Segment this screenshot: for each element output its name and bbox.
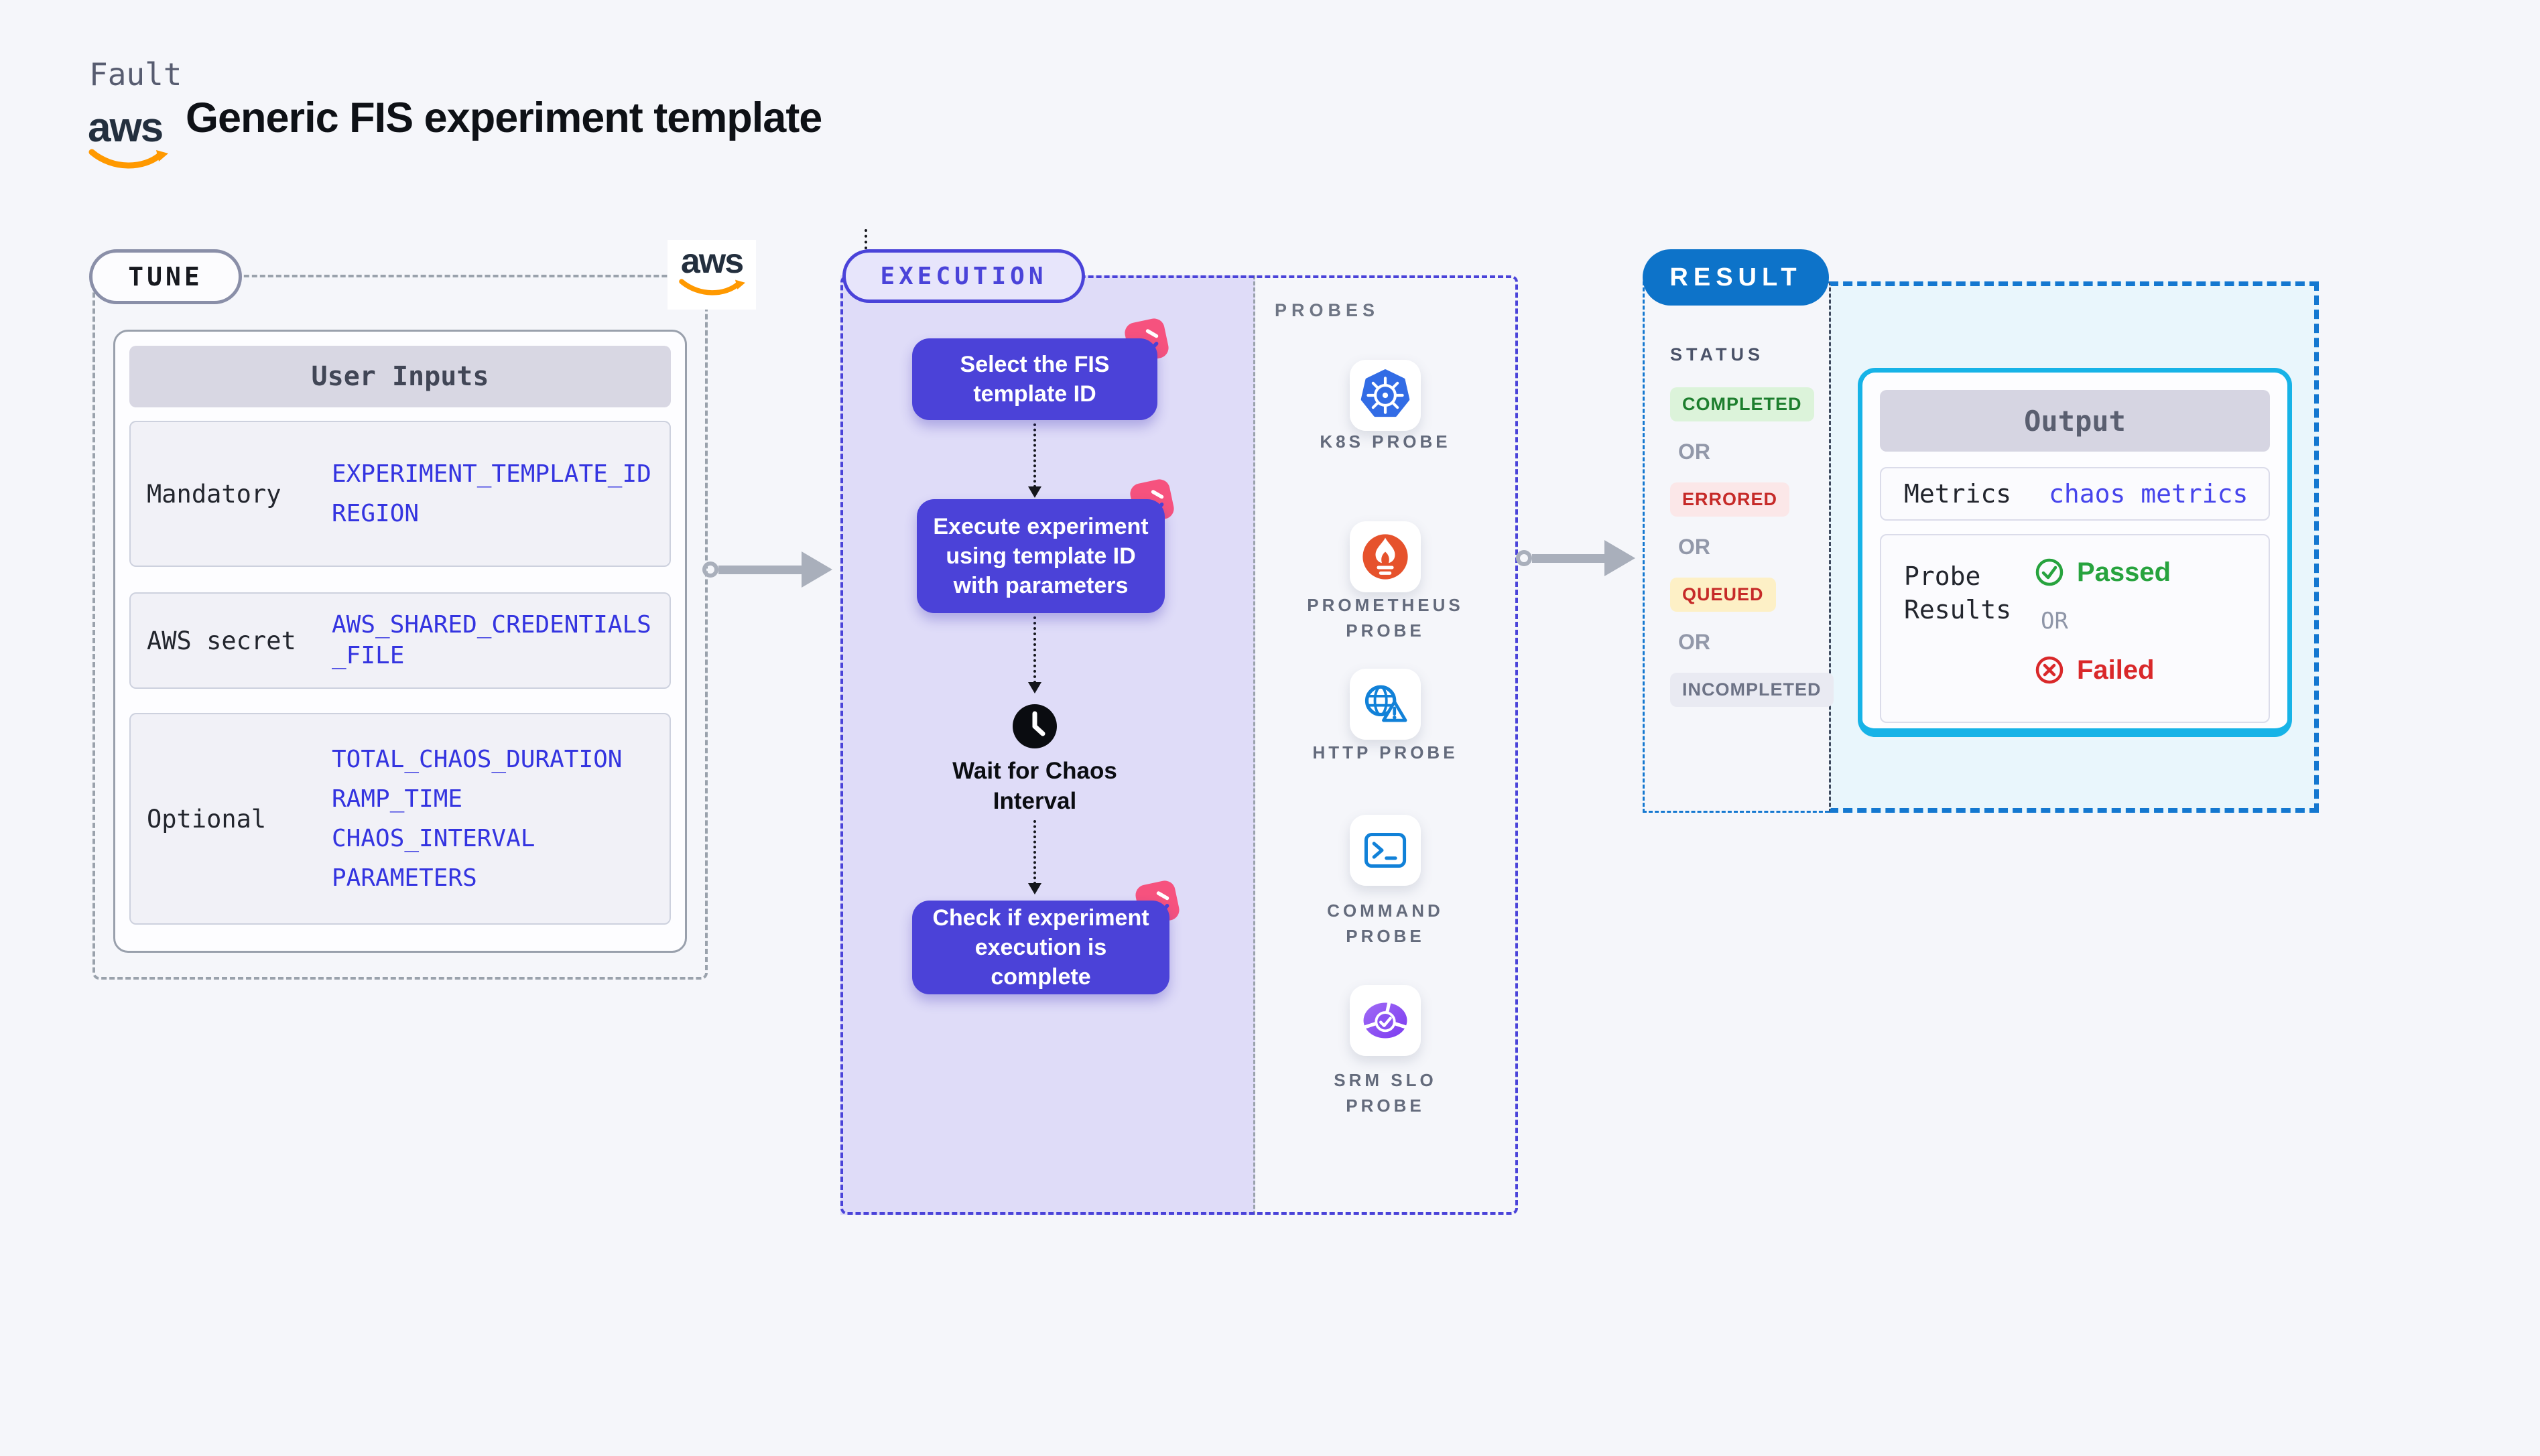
brand-name: Fault: [89, 56, 182, 92]
status-badge-queued: QUEUED: [1670, 578, 1776, 612]
slo-donut-icon: [1350, 985, 1421, 1056]
page-title: Generic FIS experiment template: [186, 94, 822, 141]
flow-connector: [1033, 616, 1036, 683]
status-or: OR: [1678, 440, 1710, 464]
execution-flow-area: [840, 275, 1255, 1215]
row-values: AWS_SHARED_CREDENTIALS_FILE: [332, 601, 657, 680]
aws-logo-small-text: aws: [680, 242, 744, 281]
status-label: STATUS: [1670, 344, 1764, 365]
probe-label: HTTP PROBE: [1312, 742, 1458, 763]
status-or: OR: [1678, 535, 1710, 559]
flow-arrow-head: [1028, 486, 1041, 498]
arrow-tune-to-execution: [702, 551, 832, 588]
output-header: Output: [1880, 390, 2270, 452]
row-values: EXPERIMENT_TEMPLATE_ID REGION: [332, 450, 657, 538]
row-label: AWS secret: [147, 626, 296, 655]
aws-smile-icon: [88, 149, 168, 169]
dotted-stub: [865, 229, 867, 249]
arrow-shaft: [718, 565, 802, 574]
clock-icon: [1013, 704, 1057, 748]
arrow-tail-circle: [702, 561, 718, 578]
step-select-template: Select the FIS template ID: [912, 338, 1157, 420]
flow-arrow-head: [1028, 883, 1041, 895]
probe-results-row: Probe Results Passed OR Faile: [1880, 534, 2270, 723]
failed-line: Failed: [2034, 655, 2155, 685]
kubernetes-icon: [1350, 360, 1421, 431]
globe-warning-icon: [1350, 669, 1421, 740]
step-execute-experiment: Execute experiment using template ID wit…: [917, 499, 1165, 613]
env-var: REGION: [332, 499, 420, 527]
aws-logo-text: aws: [88, 105, 164, 151]
probes-label: PROBES: [1275, 300, 1380, 320]
probe-label: PROMETHEUS PROBE: [1307, 595, 1464, 641]
env-var: PARAMETERS: [332, 864, 477, 892]
flow-arrow-head: [1028, 682, 1041, 693]
row-label: Optional: [147, 804, 267, 834]
tune-badge: TUNE: [89, 249, 242, 304]
flow-connector: [1033, 423, 1036, 488]
prometheus-icon: [1350, 521, 1421, 592]
execution-badge: EXECUTION: [842, 249, 1085, 303]
probe-label: K8S PROBE: [1320, 432, 1451, 452]
probe-results-values: Passed OR Failed: [2034, 535, 2171, 722]
execution-section: [840, 275, 1518, 1215]
table-row-mandatory: Mandatory EXPERIMENT_TEMPLATE_ID REGION: [129, 421, 671, 567]
status-badge-completed: COMPLETED: [1670, 387, 1814, 421]
metrics-label: Metrics: [1904, 479, 2012, 509]
status-badge-errored: ERRORED: [1670, 482, 1790, 517]
env-var: EXPERIMENT_TEMPLATE_ID: [332, 460, 651, 488]
output-or: OR: [2041, 608, 2068, 635]
result-badge: RESULT: [1643, 249, 1829, 306]
flow-connector: [1033, 820, 1036, 884]
aws-logo: aws: [88, 107, 171, 176]
env-var: AWS_SHARED_CREDENTIALS_FILE: [332, 611, 651, 669]
table-row-optional: Optional TOTAL_CHAOS_DURATION RAMP_TIME …: [129, 713, 671, 925]
passed-label: Passed: [2077, 557, 2171, 587]
env-var: CHAOS_INTERVAL: [332, 824, 535, 852]
arrow-tail-circle: [1516, 550, 1532, 566]
status-or: OR: [1678, 630, 1710, 654]
step-check-complete: Check if experiment execution is complet…: [912, 901, 1169, 994]
tune-section: [92, 275, 708, 980]
output-card: Output Metrics chaos metrics Probe Resul…: [1858, 368, 2292, 737]
aws-smile-icon: [679, 279, 745, 295]
aws-logo-small: aws: [668, 240, 756, 310]
status-list: COMPLETED OR ERRORED OR QUEUED OR INCOMP…: [1670, 387, 1834, 707]
status-badge-incompleted: INCOMPLETED: [1670, 673, 1834, 707]
metrics-row: Metrics chaos metrics: [1880, 467, 2270, 521]
arrow-shaft: [1532, 553, 1604, 563]
arrow-head: [1604, 540, 1635, 576]
metrics-value: chaos metrics: [2049, 479, 2248, 509]
user-inputs-header: User Inputs: [129, 346, 671, 407]
arrow-head: [802, 551, 832, 588]
arrow-execution-to-result: [1516, 540, 1635, 576]
terminal-icon: [1350, 815, 1421, 886]
table-row-aws-secret: AWS secret AWS_SHARED_CREDENTIALS_FILE: [129, 592, 671, 689]
env-var: RAMP_TIME: [332, 785, 463, 813]
passed-line: Passed: [2034, 557, 2171, 588]
wait-step-label: Wait for Chaos Interval: [952, 758, 1117, 814]
env-var: TOTAL_CHAOS_DURATION: [332, 745, 623, 773]
check-circle-icon: [2035, 558, 2063, 586]
probe-results-label: Probe Results: [1904, 561, 2012, 624]
failed-label: Failed: [2077, 655, 2155, 685]
row-label: Mandatory: [147, 479, 281, 509]
row-values: TOTAL_CHAOS_DURATION RAMP_TIME CHAOS_INT…: [332, 736, 657, 903]
x-circle-icon: [2035, 656, 2063, 684]
probe-label: COMMAND PROBE: [1327, 901, 1444, 946]
probe-label: SRM SLO PROBE: [1334, 1070, 1437, 1116]
